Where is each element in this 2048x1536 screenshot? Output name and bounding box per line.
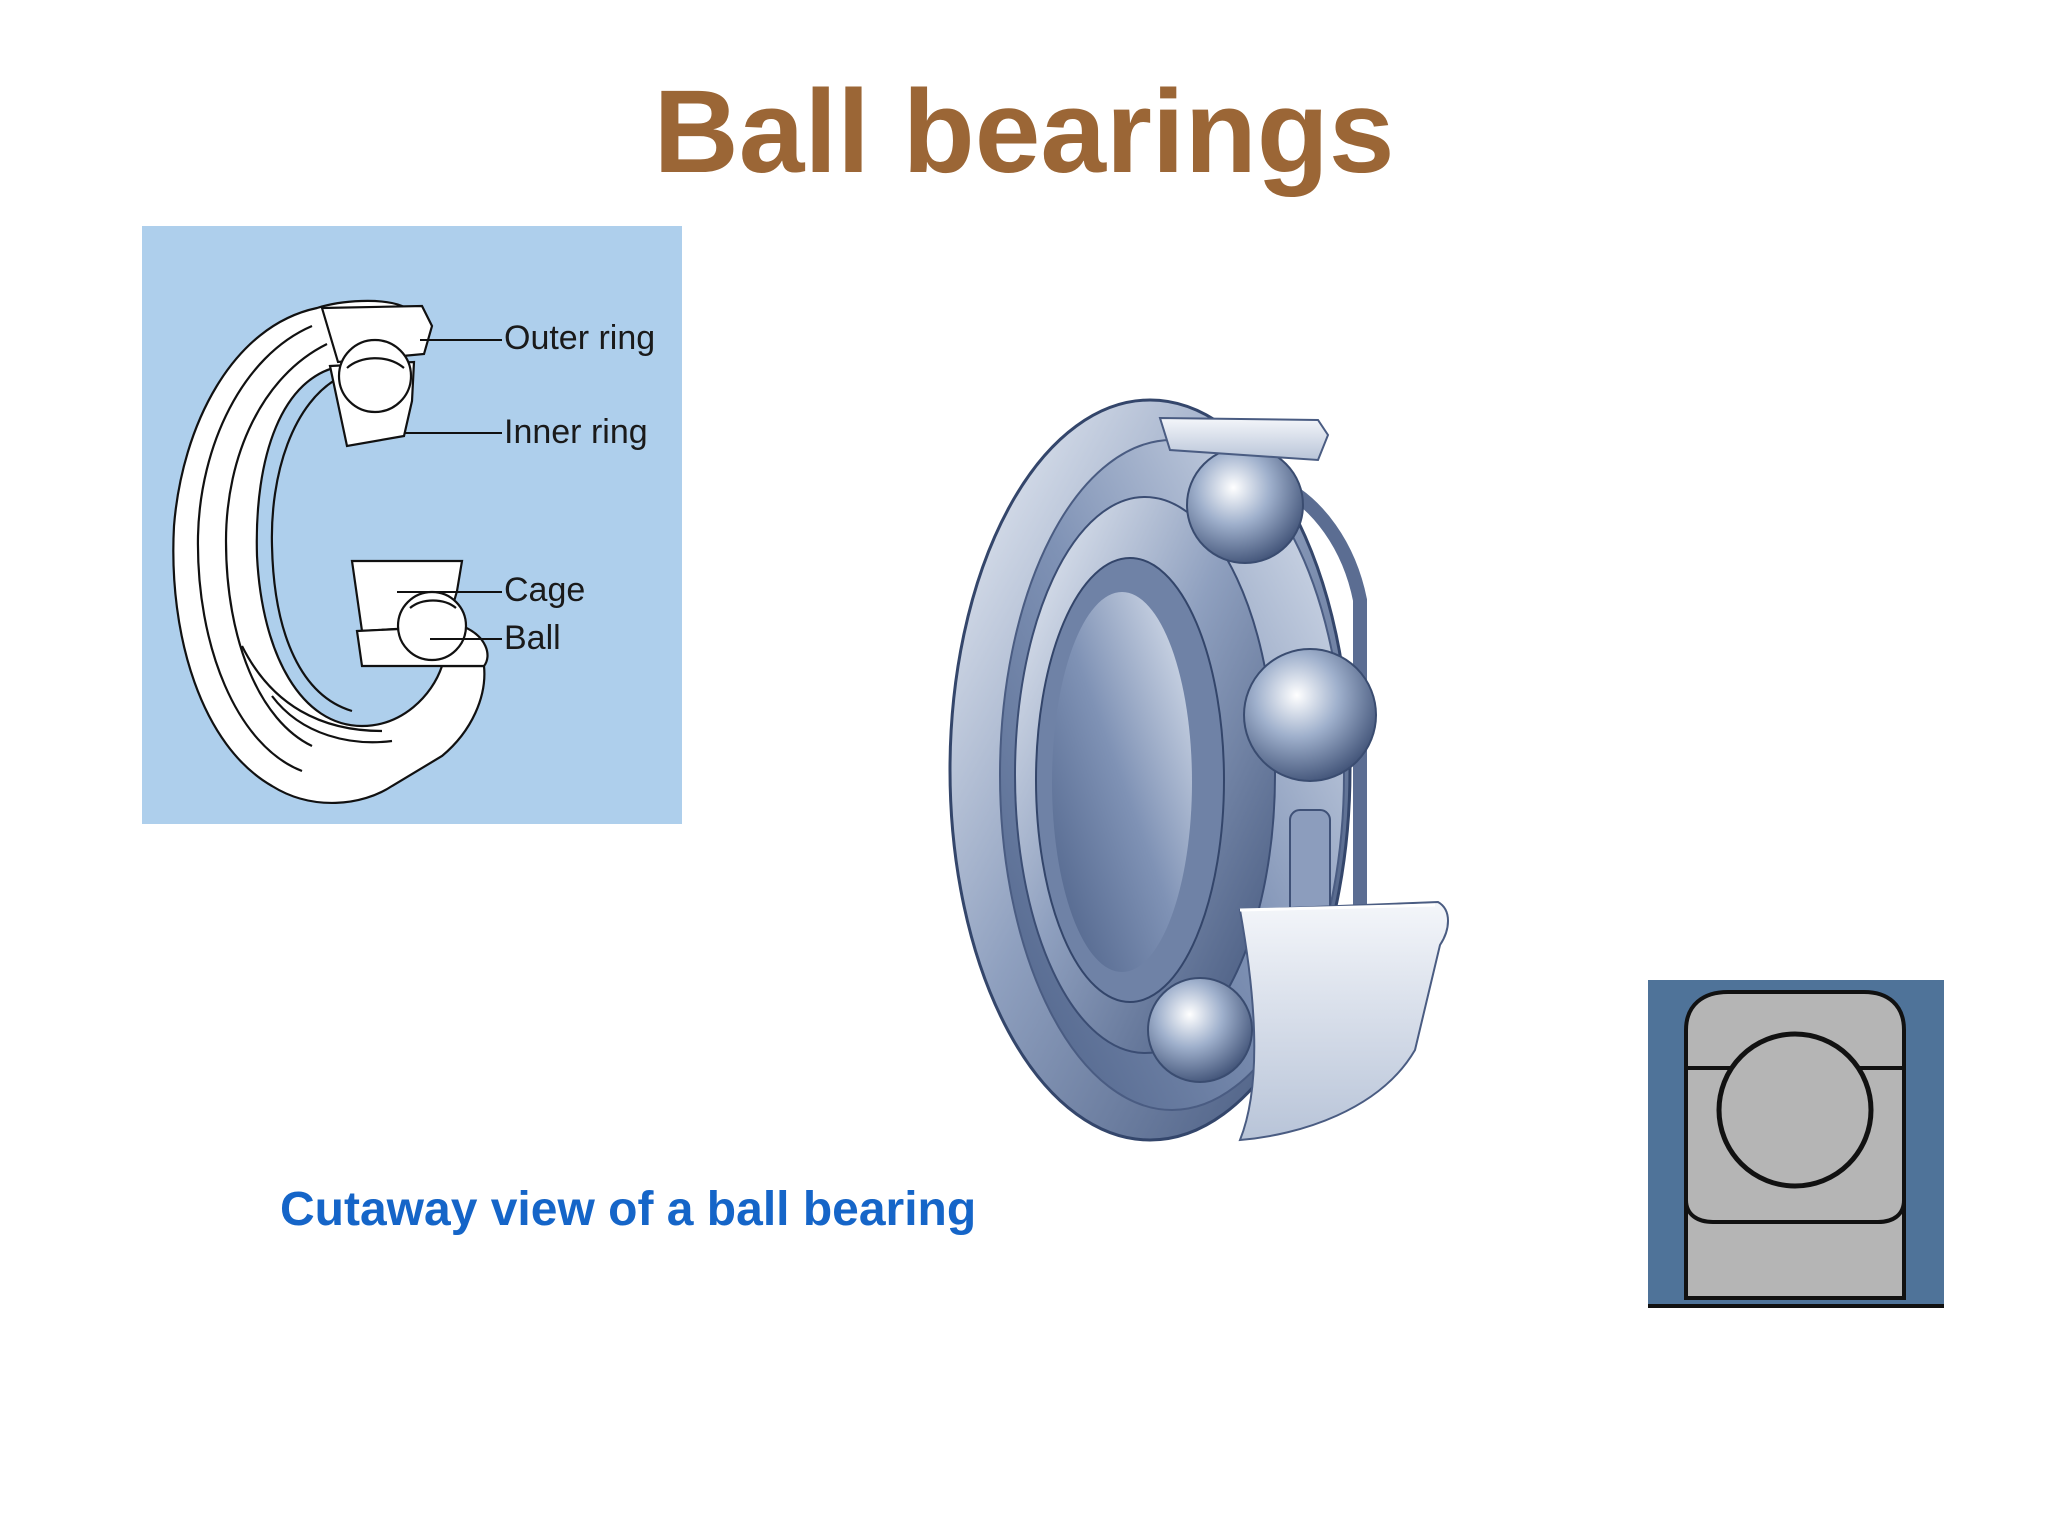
label-outer-ring: Outer ring: [504, 319, 656, 357]
slide-caption: Cutaway view of a ball bearing: [280, 1183, 977, 1236]
slide-title: Ball bearings: [653, 66, 1395, 198]
bearing-cutaway-drawing: [948, 398, 1449, 1142]
label-ball: Ball: [504, 619, 561, 657]
section-symbol-drawing: [1648, 980, 1944, 1308]
label-cage: Cage: [504, 571, 586, 609]
label-inner-ring: Inner ring: [504, 413, 648, 451]
bearing-cutaway-illustration: [940, 390, 1460, 1150]
bearing-line-diagram: Outer ring Inner ring Cage Ball: [142, 226, 682, 824]
bearing-section-symbol: [1648, 980, 1944, 1308]
bearing-line-drawing: [172, 299, 502, 804]
